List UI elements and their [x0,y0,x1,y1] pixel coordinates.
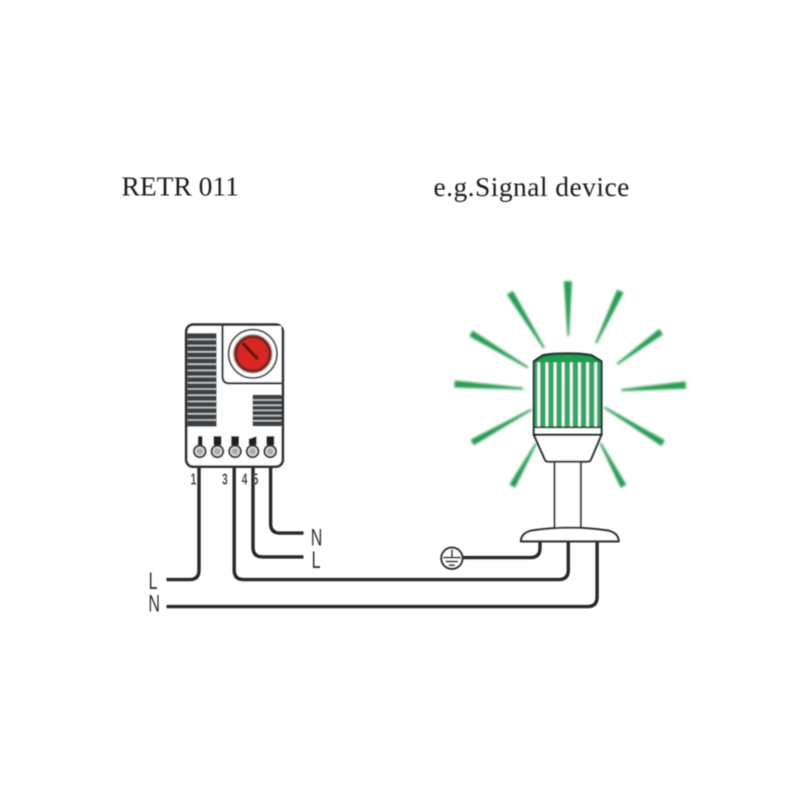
svg-text:3: 3 [222,470,228,488]
svg-text:N: N [148,592,160,618]
svg-text:e.g.Signal device: e.g.Signal device [434,171,630,202]
svg-text:L: L [149,569,158,595]
svg-text:4: 4 [242,470,248,488]
svg-text:L: L [312,548,321,574]
svg-text:RETR 011: RETR 011 [122,171,239,202]
svg-text:N: N [311,526,323,552]
svg-text:1: 1 [191,470,197,488]
svg-text:5: 5 [253,470,259,488]
